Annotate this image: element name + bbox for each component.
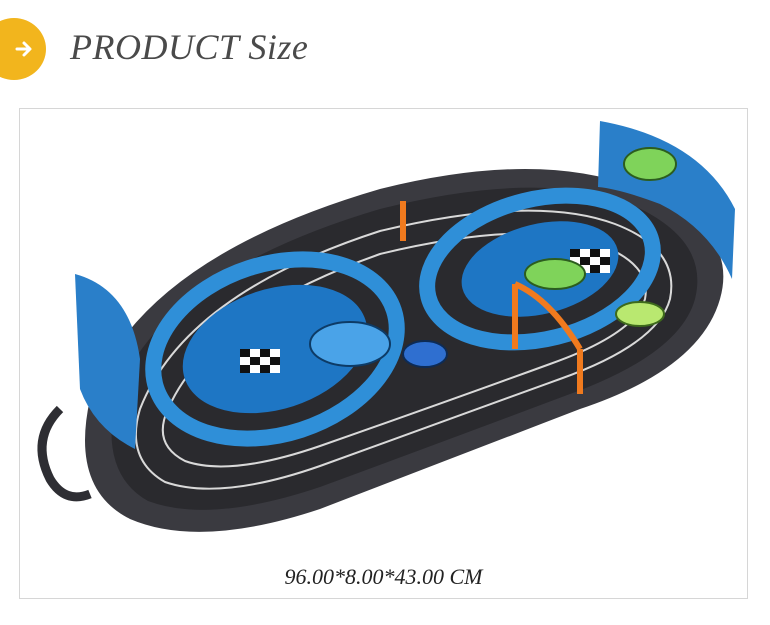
checkered-flag-left (240, 349, 280, 373)
carry-handle (37, 405, 92, 502)
lime-car (615, 301, 665, 327)
page-title: PRODUCT Size (70, 27, 309, 67)
orange-gate (512, 281, 583, 394)
green-car (524, 258, 586, 290)
left-loop-rail (145, 251, 405, 447)
right-loop-rail (419, 187, 661, 351)
small-blue-car (402, 340, 448, 368)
product-image-frame: 96.00*8.00*43.00 CM (19, 108, 748, 599)
arrow-badge (0, 18, 46, 80)
product-dimensions: 96.00*8.00*43.00 CM (284, 564, 483, 589)
section-header: PRODUCT Size (0, 18, 770, 80)
race-track-toy-illustration (37, 121, 735, 532)
arrow-right-icon (15, 41, 32, 57)
orange-post (400, 201, 406, 241)
blue-car (309, 321, 391, 367)
left-wall-panel (75, 274, 140, 449)
wall-green-car (623, 147, 677, 181)
